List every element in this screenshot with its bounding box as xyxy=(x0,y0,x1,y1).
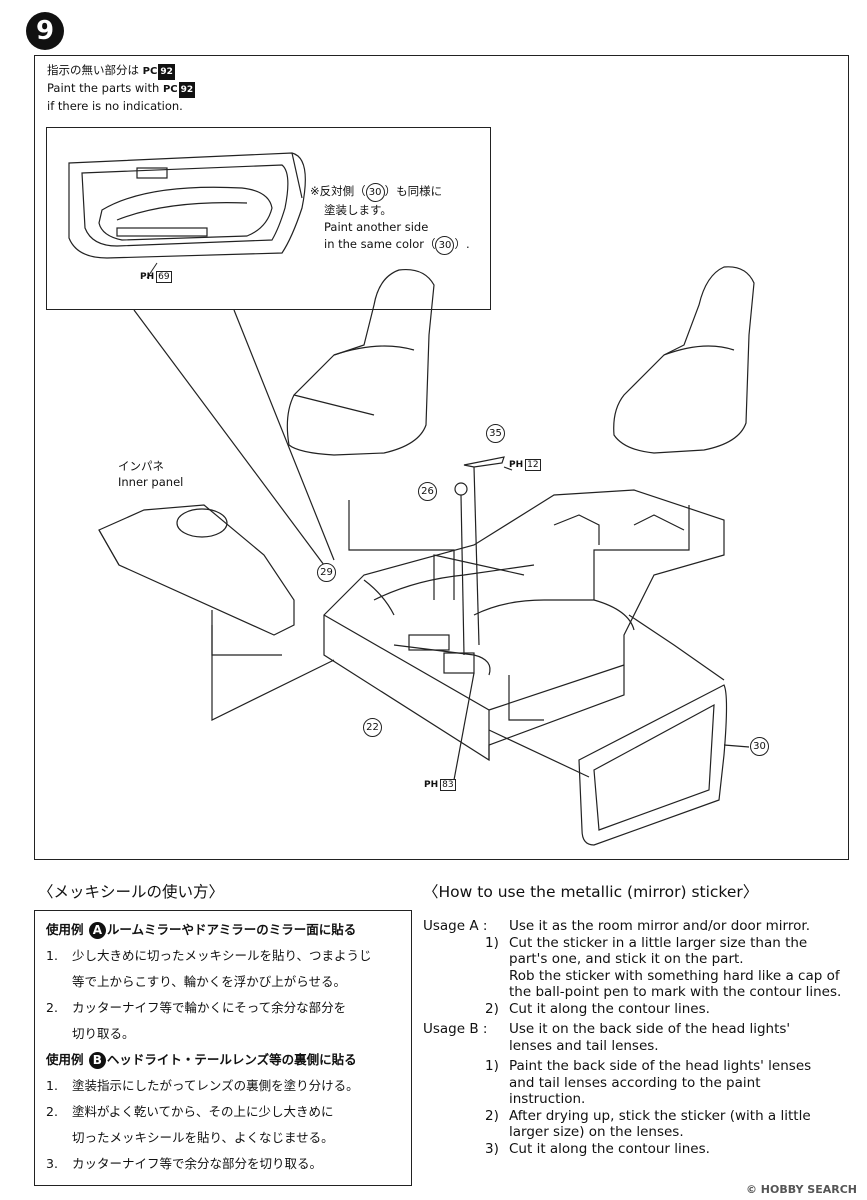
part-26-label: 26 xyxy=(418,482,437,501)
paint-note-jp: 指示の無い部分は xyxy=(47,63,139,77)
sticker-heading-jp: 〈メッキシールの使い方〉 xyxy=(38,883,225,901)
paint-note-en-2: if there is no indication. xyxy=(47,99,183,113)
watermark: © HOBBY SEARCH xyxy=(745,1183,857,1196)
paint-note-en: Paint the parts with xyxy=(47,81,160,95)
assembly-frame xyxy=(34,55,849,860)
inset-note: ※反対側（30）も同様に 塗装します。 Paint another side i… xyxy=(310,183,470,255)
sticker-instructions-jp-box xyxy=(34,910,412,1186)
inner-panel-label: インパネ Inner panel xyxy=(118,459,184,489)
interior-assembly-illustration xyxy=(98,266,755,846)
part-30-label: 30 xyxy=(750,737,769,756)
part-35-label: 35 xyxy=(486,424,505,443)
sticker-heading-en: 〈How to use the metallic (mirror) sticke… xyxy=(423,883,759,901)
part-30-ref-en: 30 xyxy=(435,236,455,255)
door-panel-illustration xyxy=(68,152,306,279)
part-30-ref-jp: 30 xyxy=(365,183,385,202)
sticker-instructions-en: Usage A :Use it as the room mirror and/o… xyxy=(423,918,842,1157)
part-29-label: 29 xyxy=(317,563,336,582)
step-number-badge: 9 xyxy=(26,12,64,50)
part-22-label: 22 xyxy=(363,718,382,737)
